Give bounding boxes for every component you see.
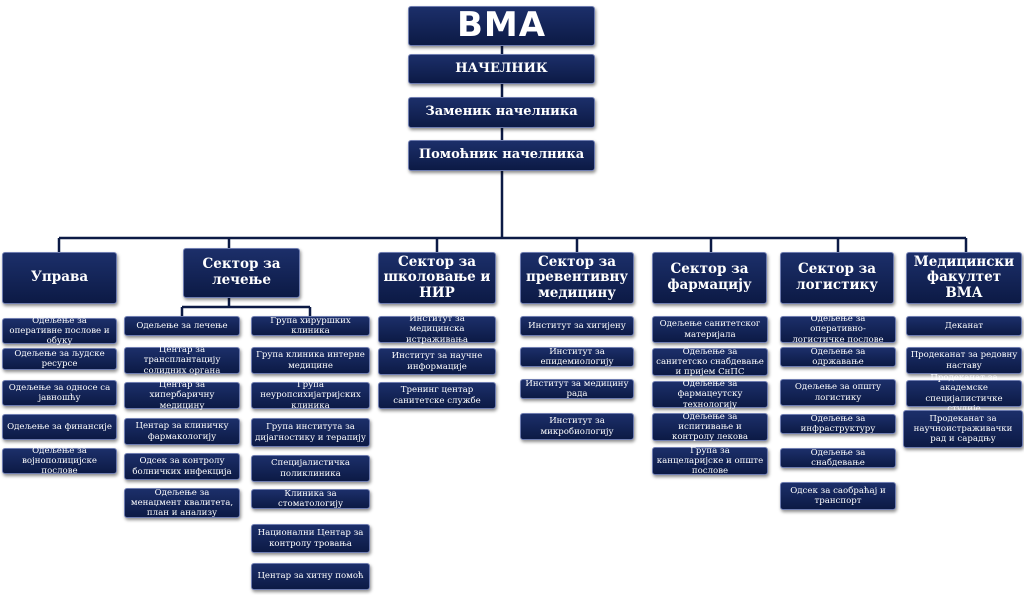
unit-lecenje-right-3: Група неуропсихијатријских клиника bbox=[251, 380, 370, 411]
unit-lecenje-right-4: Група института за дијагностику и терапи… bbox=[251, 418, 370, 447]
unit-skolovanje-2: Институт за научне информације bbox=[378, 348, 496, 375]
sector-preventiva: Сектор за превентивну медицину bbox=[520, 252, 634, 304]
unit-logistika-2: Одељење за одржавање bbox=[780, 347, 896, 367]
deputy-box: Заменик начелника bbox=[408, 97, 595, 128]
unit-fakultet-4: Продеканат за научноистраживачки рад и с… bbox=[903, 410, 1023, 448]
unit-fakultet-1: Деканат bbox=[906, 316, 1022, 336]
unit-uprava-5: Одељење за војнополицијске послове bbox=[2, 446, 117, 476]
unit-preventiva-2: Институт за епидемиологију bbox=[520, 347, 634, 367]
unit-preventiva-3: Институт за медицину рада bbox=[520, 379, 634, 399]
unit-farmacija-3: Одељење за фармацеутску технологију bbox=[652, 379, 768, 410]
unit-lecenje-left-6: Одељење за менаџмент квалитета, план и а… bbox=[124, 488, 240, 518]
sector-fakultet: Медицински факултет ВМА bbox=[906, 252, 1022, 304]
unit-lecenje-left-1: Одељење за лечење bbox=[124, 316, 240, 336]
unit-fakultet-3: Продеканат за академске специјалистичке … bbox=[906, 373, 1022, 414]
unit-lecenje-left-5: Одсек за контролу болничких инфекција bbox=[124, 453, 240, 480]
unit-uprava-3: Одељење за односе са јавношћу bbox=[2, 380, 117, 406]
unit-lecenje-left-2: Центар за трансплантацију солидних орган… bbox=[124, 345, 240, 376]
unit-lecenje-right-2: Група клиника интерне медицине bbox=[251, 347, 370, 374]
unit-lecenje-left-4: Центар за клиничку фармакологију bbox=[124, 418, 240, 445]
org-title-box: ВМА bbox=[408, 6, 595, 46]
unit-logistika-6: Одсек за саобраћај и транспорт bbox=[780, 482, 896, 510]
unit-preventiva-4: Институт за микробиологију bbox=[520, 413, 634, 440]
unit-lecenje-right-8: Центар за хитну помоћ bbox=[251, 563, 370, 590]
unit-farmacija-1: Одељење санитетског материјала bbox=[652, 316, 768, 343]
unit-skolovanje-1: Институт за медицинска истраживања bbox=[378, 314, 496, 345]
unit-logistika-4: Одељење за инфраструктуру bbox=[780, 414, 896, 434]
unit-uprava-4: Одељење за финансије bbox=[2, 414, 117, 440]
unit-logistika-3: Одељење за општу логистику bbox=[780, 379, 896, 406]
director-box: НАЧЕЛНИК bbox=[408, 54, 595, 84]
unit-logistika-1: Одељење за оперативно-логистичке послове bbox=[780, 314, 896, 345]
unit-skolovanje-3: Тренинг центар санитетске службе bbox=[378, 382, 496, 409]
unit-preventiva-1: Институт за хигијену bbox=[520, 316, 634, 336]
unit-lecenje-right-1: Група хируршких клиника bbox=[251, 316, 370, 336]
sector-skolovanje: Сектор за школовање и НИР bbox=[378, 252, 496, 304]
unit-lecenje-right-7: Национални Центар за контролу тровања bbox=[251, 524, 370, 553]
assistant-box: Помоћник начелника bbox=[408, 140, 595, 171]
sector-uprava: Управа bbox=[2, 252, 117, 304]
unit-fakultet-2: Продеканат за редовну наставу bbox=[906, 347, 1022, 374]
unit-farmacija-4: Одељење за испитивање и контролу лекова bbox=[652, 412, 768, 442]
unit-uprava-2: Одељење за људске ресурсе bbox=[2, 348, 117, 370]
sector-farmacija: Сектор за фармацију bbox=[652, 252, 767, 304]
unit-lecenje-left-3: Центар за хипербаричну медицину bbox=[124, 380, 240, 411]
sector-lecenje: Сектор за лечење bbox=[183, 248, 300, 298]
unit-logistika-5: Одељење за снабдевање bbox=[780, 448, 896, 468]
unit-lecenje-right-6: Клиника за стоматологију bbox=[251, 489, 370, 509]
unit-farmacija-5: Група за канцеларијске и опште послове bbox=[652, 446, 768, 476]
unit-lecenje-right-5: Специјалистичка поликлиника bbox=[251, 455, 370, 482]
unit-farmacija-2: Одељење за санитетско снабдевање и прије… bbox=[652, 347, 768, 377]
sector-logistika: Сектор за логистику bbox=[780, 252, 894, 304]
unit-uprava-1: Одељење за оперативне послове и обуку bbox=[2, 316, 117, 346]
